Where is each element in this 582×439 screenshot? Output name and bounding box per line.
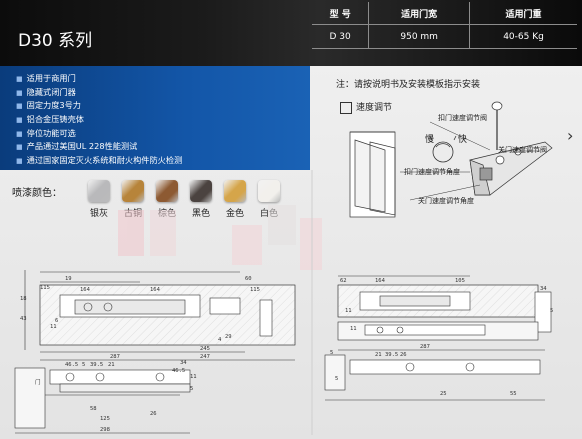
next-page-chevron-icon[interactable]: ›	[567, 126, 574, 145]
header-bar: D30 系列 型 号 适用门宽 适用门重 D 30 950 mm 40-65 K…	[0, 0, 582, 66]
latch-valve-label: 扣门速度调节阀	[438, 114, 487, 122]
dim-label: 60	[245, 276, 252, 282]
dim-label: 11	[190, 374, 197, 380]
left-drawing-top	[24, 270, 296, 361]
dim-label: 21	[375, 352, 382, 358]
slow-label: 慢	[425, 135, 435, 145]
dim-label: 55	[510, 391, 517, 397]
finish-name: 银灰	[89, 209, 108, 219]
dim-label: 115	[40, 285, 50, 291]
dim-label: 298	[100, 427, 110, 433]
dim-label: 287	[110, 354, 120, 360]
dim-label: 5	[335, 376, 338, 382]
finish-swatch	[88, 180, 110, 202]
finish-swatch	[122, 180, 144, 202]
dim-label: 11	[345, 308, 352, 314]
feature-item: ■产品通过美国UL 228性能测试	[16, 141, 138, 152]
feature-item: ■停位功能可选	[16, 127, 76, 138]
dim-label: 245	[200, 346, 210, 352]
dim-label: 29	[225, 334, 232, 340]
dim-label: 26	[400, 352, 407, 358]
dim-label: 4	[218, 337, 222, 343]
feature-item: ■隐藏式闭门器	[16, 86, 76, 97]
dim-label: 21	[108, 362, 115, 368]
finish-swatch	[156, 180, 178, 202]
bullet-icon: ■	[16, 143, 23, 152]
dim-label: 11	[350, 326, 357, 332]
feature-panel: ■适用于商用门 ■隐藏式闭门器 ■固定力度3号力 ■铝合金压铸壳体 ■停位功能可…	[0, 66, 310, 170]
dim-label: 115	[250, 287, 260, 293]
dim-label: 46.5	[172, 368, 185, 374]
dim-label: 58	[90, 406, 97, 412]
dim-label: 105	[455, 278, 465, 284]
dim-label: 6	[55, 318, 58, 324]
dim-label: 25	[440, 391, 447, 397]
bullet-icon: ■	[16, 116, 23, 125]
dim-label: 39.5	[385, 352, 398, 358]
install-note: 注：请按说明书及安装模板指示安装	[336, 80, 481, 90]
dim-label: 46.5	[65, 362, 78, 368]
left-dimension-labels: 115 19 164 164 60 115 18 43 11 6 287 247…	[20, 276, 260, 433]
dim-label: 5	[82, 362, 85, 368]
spec-model: D 30	[312, 24, 369, 49]
dim-label: 164	[150, 287, 161, 293]
left-drawing-bottom	[14, 367, 191, 434]
dim-label: 5	[190, 386, 193, 392]
dim-label: 34	[540, 286, 547, 292]
finish-swatch	[190, 180, 212, 202]
right-drawing	[324, 275, 552, 401]
dim-label: 164	[375, 278, 386, 284]
bullet-icon: ■	[16, 88, 23, 97]
dim-label: 5	[550, 308, 553, 314]
spec-weight: 40-65 Kg	[469, 24, 577, 49]
finish-name: 金色	[225, 209, 244, 219]
speed-dial-icon	[429, 135, 457, 163]
feature-item: ■铝合金压铸壳体	[16, 114, 84, 125]
dim-label: 门	[35, 378, 41, 386]
finish-name: 黑色	[191, 209, 210, 219]
bullet-icon: ■	[16, 102, 23, 111]
dim-label: 11	[50, 324, 57, 330]
dim-label: 39.5	[90, 362, 103, 368]
dim-label: 62	[340, 278, 347, 284]
callout-lines	[400, 121, 540, 201]
dim-label: 43	[20, 316, 27, 322]
dim-label: 18	[20, 296, 27, 302]
spec-header-model: 型 号	[312, 2, 369, 25]
speed-adjust-box-icon	[340, 102, 352, 114]
bullet-icon: ■	[16, 129, 23, 138]
background-blocks	[118, 205, 322, 270]
page-title: D30 系列	[18, 31, 93, 51]
spec-header-width: 适用门宽	[368, 2, 470, 25]
feature-list: ■适用于商用门 ■隐藏式闭门器 ■固定力度3号力 ■铝合金压铸壳体 ■停位功能可…	[0, 66, 310, 168]
dim-label: 34	[180, 360, 187, 366]
feature-item: ■固定力度3号力	[16, 100, 81, 111]
feature-item: ■通过国家固定灭火系统和耐火构件防火检测	[16, 155, 183, 166]
spec-table: 型 号 适用门宽 适用门重 D 30 950 mm 40-65 Kg	[312, 2, 577, 49]
bullet-icon: ■	[16, 157, 23, 166]
dim-label: 19	[65, 276, 72, 282]
fast-label: 快	[458, 135, 468, 145]
spec-header-weight: 适用门重	[469, 2, 577, 25]
dim-label: 164	[80, 287, 91, 293]
dim-label: 287	[420, 344, 430, 350]
right-dimension-labels: 62 164 105 34 11 11 5 287 21 39.5 26 5 5…	[330, 278, 553, 397]
latch-angle-label: 扣门速度调节角度	[404, 168, 460, 176]
spec-width: 950 mm	[368, 24, 470, 49]
finish-swatch	[224, 180, 246, 202]
speed-adjust-label: 速度调节	[356, 103, 393, 113]
door-illustration	[349, 131, 396, 218]
finish-label: 喷漆颜色：	[12, 188, 62, 199]
feature-item: ■适用于商用门	[16, 73, 76, 83]
close-valve-label: 关门速度调节阀	[498, 146, 547, 154]
dim-label: 26	[150, 411, 157, 417]
finish-swatch	[258, 180, 280, 202]
dim-label: 125	[100, 416, 110, 422]
close-angle-label: 关门速度调节角度	[418, 197, 474, 205]
dim-label: 247	[200, 354, 210, 360]
dim-label: 5	[330, 350, 333, 356]
bullet-icon: ■	[16, 75, 23, 83]
